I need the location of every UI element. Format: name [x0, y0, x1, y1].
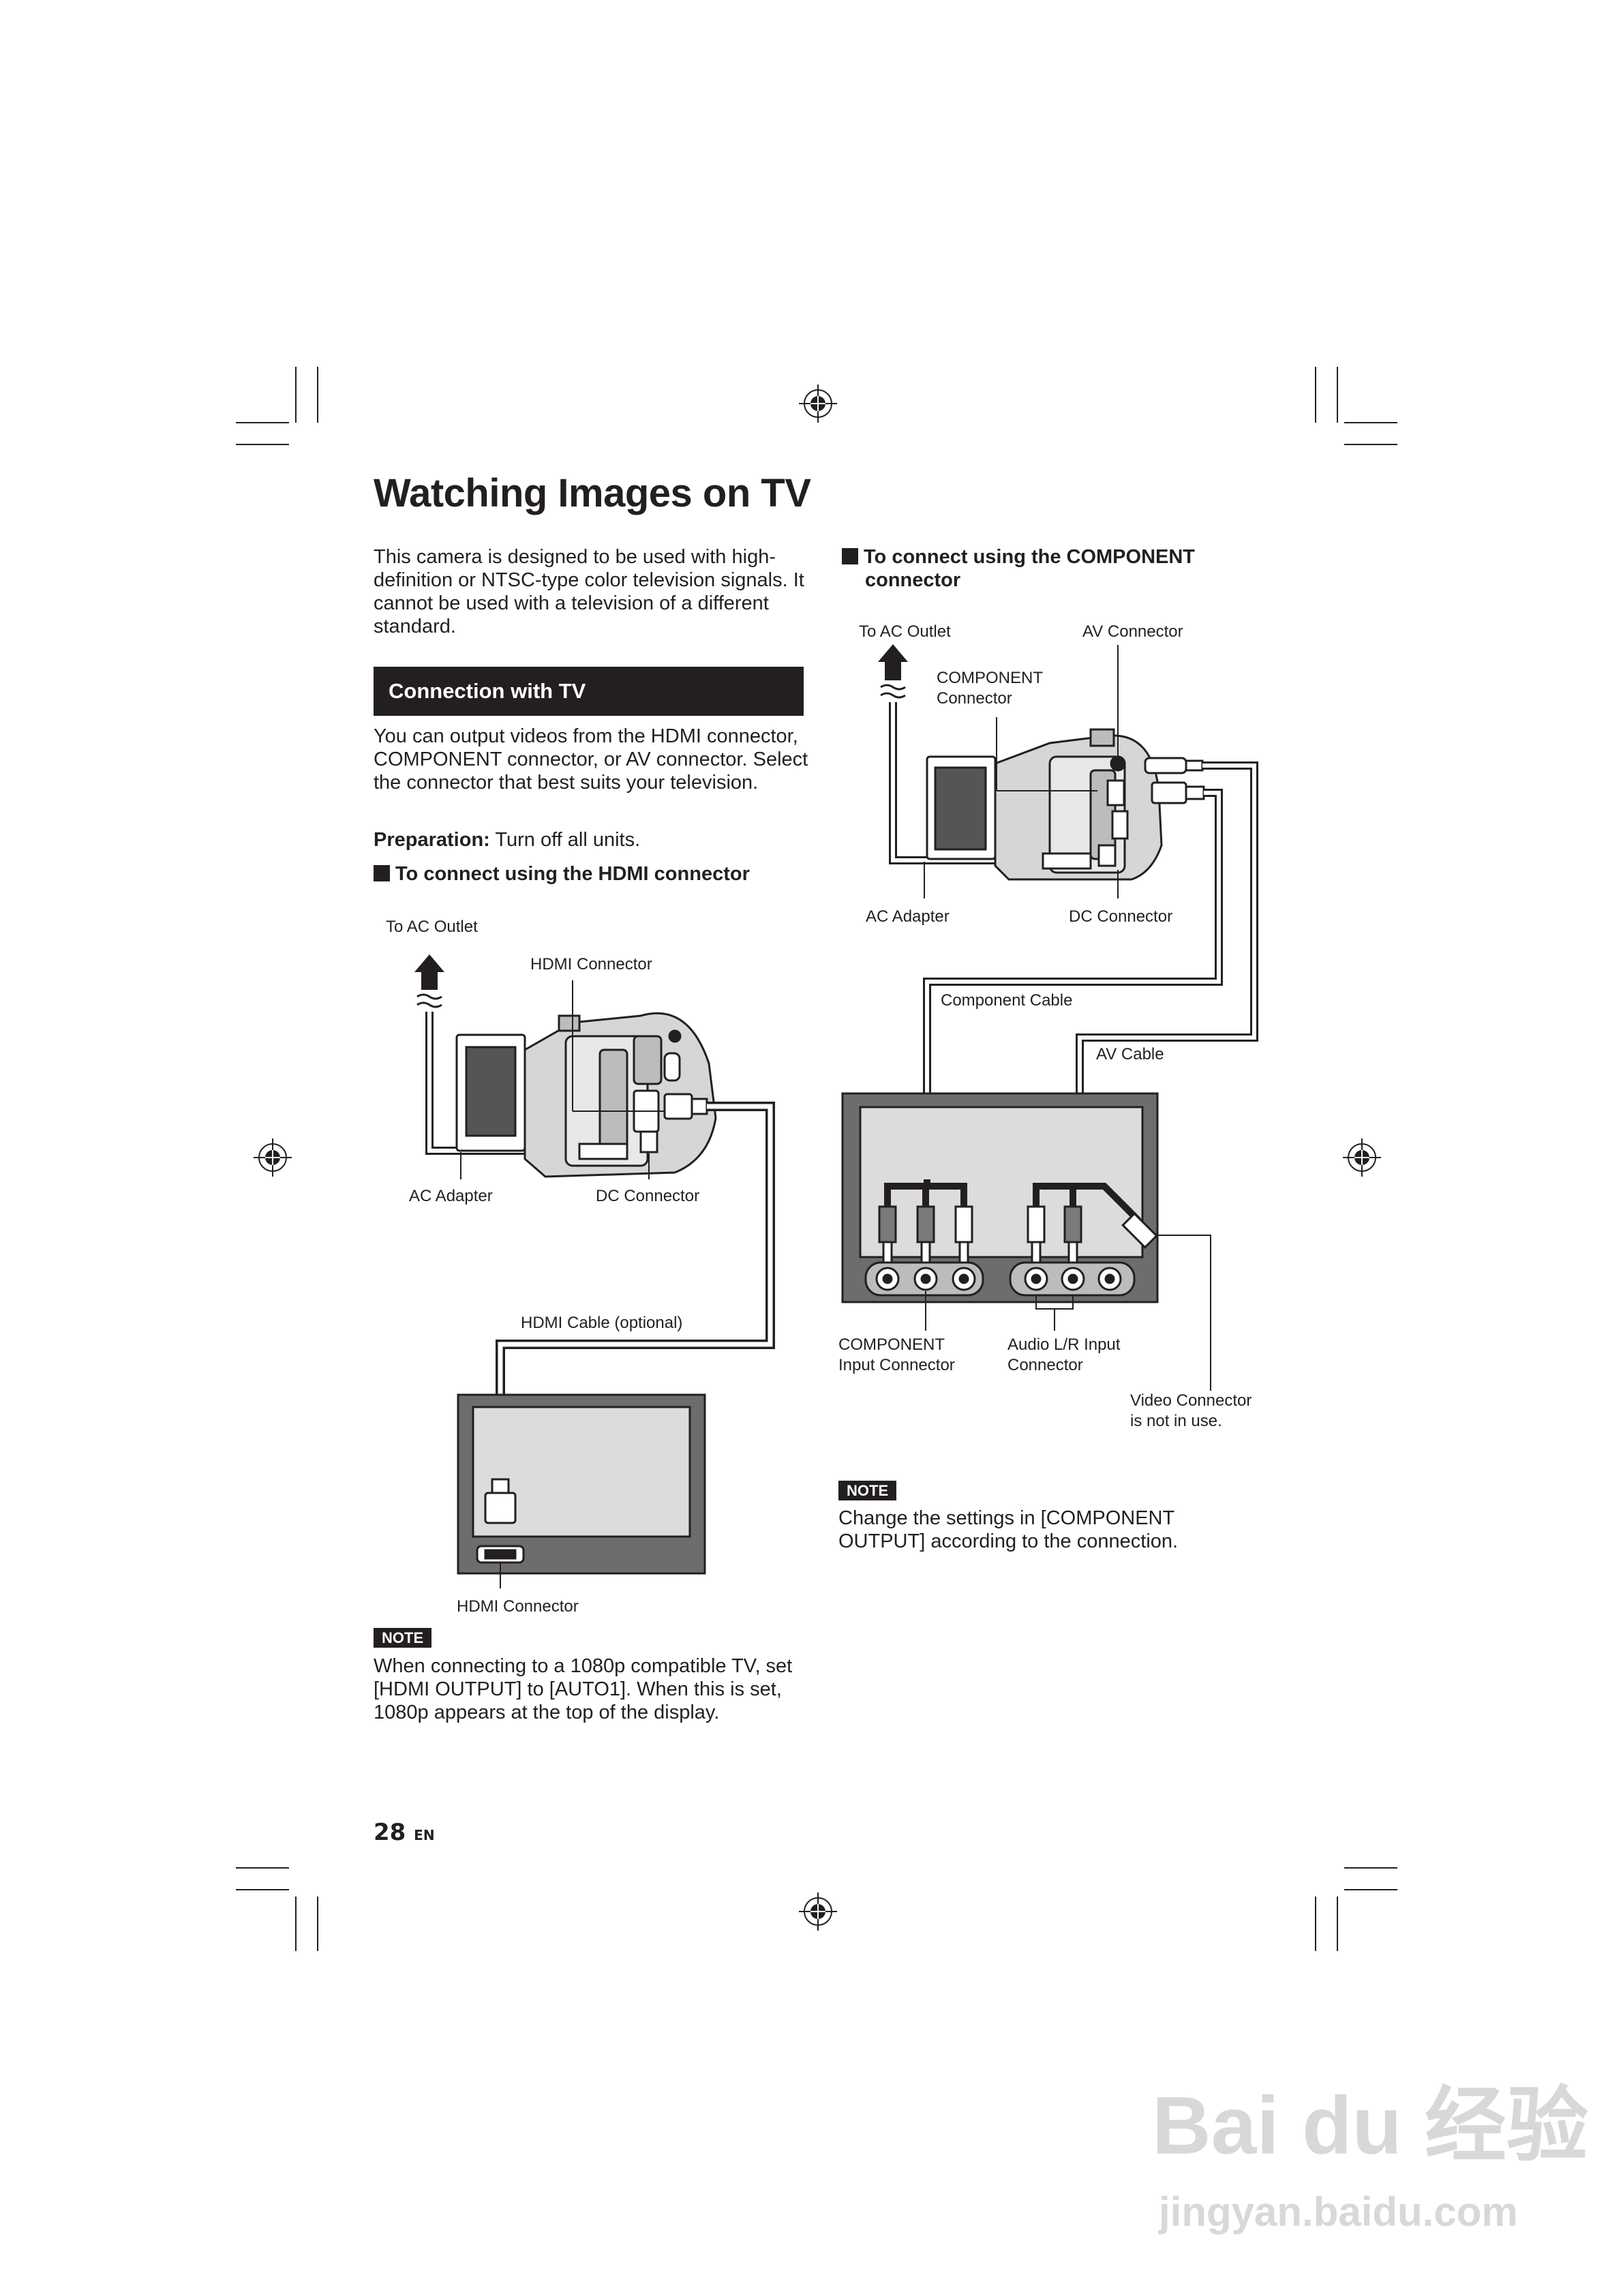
component-note-badge-wrap: NOTE: [838, 1481, 897, 1500]
label-video-connector-2: is not in use.: [1130, 1412, 1222, 1430]
watermark-url: jingyan.baidu.com: [1159, 2189, 1518, 2235]
page-lang: EN: [414, 1827, 435, 1843]
preparation-text: Turn off all units.: [489, 829, 641, 851]
registration-mark-left: [254, 1138, 292, 1177]
section-heading: Connection with TV: [374, 667, 804, 716]
av-fanout: [1033, 1183, 1141, 1223]
label-hdmi-connector-bottom: HDMI Connector: [457, 1597, 579, 1616]
label-dc-connector: DC Connector: [596, 1187, 700, 1205]
page-number: 28 EN: [374, 1819, 435, 1846]
preparation-label: Preparation:: [374, 829, 490, 851]
hdmi-plug-tv: [484, 1478, 517, 1524]
av-plug-camera: [1144, 757, 1204, 774]
registration-mark-top: [799, 384, 837, 423]
component-fanout: [884, 1179, 967, 1207]
label-audio-input-1: Audio L/R Input: [1007, 1335, 1121, 1354]
intro-paragraph: This camera is designed to be used with …: [374, 546, 804, 637]
registration-mark-right: [1343, 1138, 1381, 1177]
label-av-connector: AV Connector: [1082, 622, 1183, 641]
square-bullet-icon: [374, 865, 390, 881]
hdmi-diagram: [414, 954, 775, 1588]
label-hdmi-cable: HDMI Cable (optional): [521, 1314, 683, 1332]
component-heading: To connect using the COMPONENT connector: [842, 545, 1251, 592]
rca-plugs: [878, 1205, 1158, 1264]
label-audio-input-2: Connector: [1007, 1356, 1083, 1374]
tv-component: [841, 1092, 1159, 1303]
component-note-text: Change the settings in [COMPONENT OUTPUT…: [838, 1507, 1179, 1552]
note-badge: NOTE: [374, 1628, 432, 1648]
label-component-input-2: Input Connector: [838, 1356, 955, 1374]
watermark-logo: Bai du 经验: [1152, 2080, 1589, 2171]
hdmi-heading: To connect using the HDMI connector: [374, 862, 750, 886]
up-arrow-icon: [878, 644, 908, 680]
label-video-connector-1: Video Connector: [1130, 1391, 1252, 1410]
page-title: Watching Images on TV: [374, 471, 811, 515]
camcorder-hdmi: [455, 1012, 717, 1178]
label-hdmi-connector-top: HDMI Connector: [530, 955, 652, 973]
note-badge: NOTE: [838, 1481, 897, 1500]
hdmi-heading-text: To connect using the HDMI connector: [395, 863, 750, 885]
leader-video: [1156, 1235, 1211, 1391]
registration-mark-bottom: [799, 1892, 837, 1931]
label-component-input-1: COMPONENT: [838, 1335, 945, 1354]
component-heading-line1: To connect using the COMPONENT: [842, 545, 1251, 569]
label-av-cable: AV Cable: [1096, 1045, 1164, 1063]
section-body: You can output videos from the HDMI conn…: [374, 725, 808, 794]
hdmi-note-text: When connecting to a 1080p compatible TV…: [374, 1655, 793, 1723]
label-component-connector-1: COMPONENT: [937, 669, 1043, 687]
label-component-connector-2: Connector: [937, 689, 1012, 708]
hdmi-note-badge-wrap: NOTE: [374, 1628, 432, 1648]
preparation-line: Preparation: Turn off all units.: [374, 828, 640, 851]
crop-marks: [236, 367, 1397, 1951]
page-number-value: 28: [374, 1819, 406, 1846]
component-diagram: [841, 644, 1258, 1391]
label-ac-adapter: AC Adapter: [409, 1187, 493, 1205]
label-ac-adapter: AC Adapter: [866, 907, 950, 926]
hdmi-plug-camera: [663, 1093, 708, 1120]
label-to-ac-outlet: To AC Outlet: [859, 622, 951, 641]
leader-audio-input: [1035, 1295, 1074, 1331]
component-heading-text: To connect using the COMPONENT: [864, 546, 1196, 568]
square-bullet-icon: [842, 548, 858, 564]
up-arrow-icon: [414, 954, 444, 990]
label-component-cable: Component Cable: [941, 991, 1073, 1010]
component-plug-camera: [1151, 781, 1205, 804]
label-dc-connector: DC Connector: [1069, 907, 1173, 926]
component-heading-line2: connector: [865, 569, 961, 591]
label-to-ac-outlet: To AC Outlet: [386, 918, 478, 936]
